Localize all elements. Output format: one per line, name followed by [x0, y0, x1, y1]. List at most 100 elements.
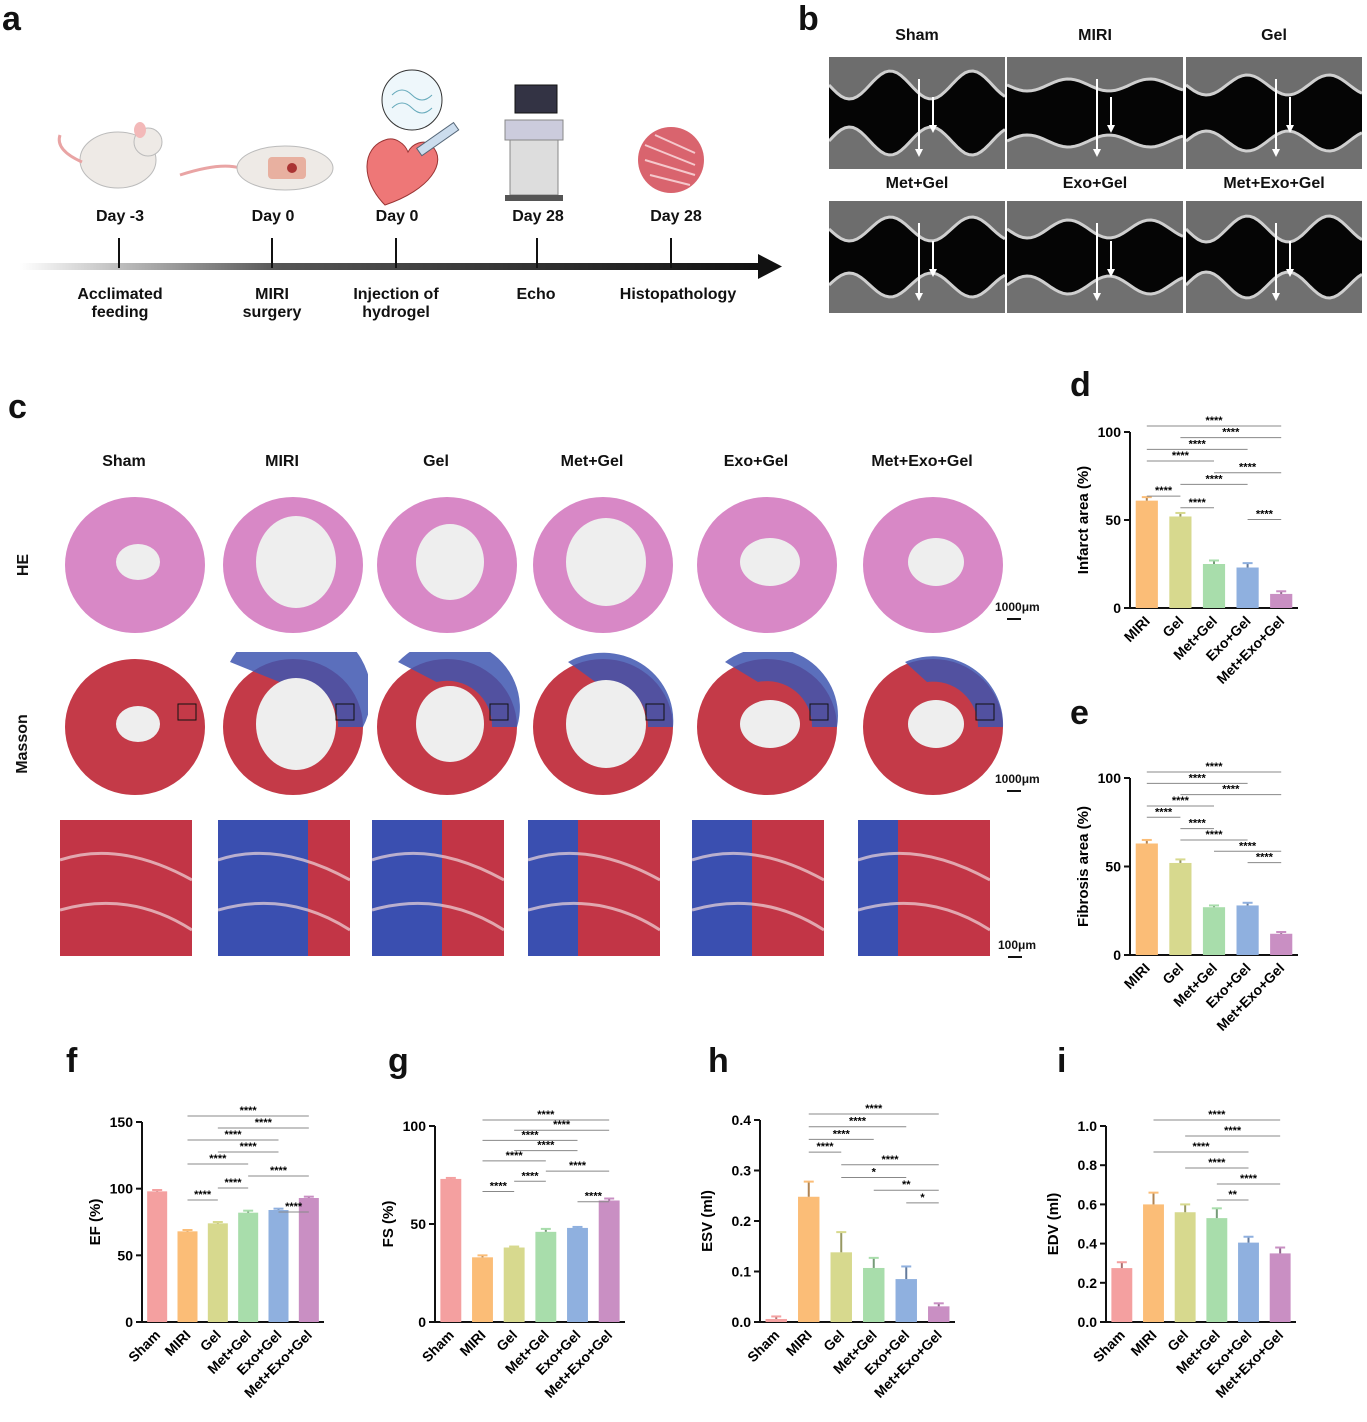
significance-label: ****	[1239, 840, 1257, 852]
bar	[895, 1279, 917, 1322]
significance-label: ****	[285, 1201, 303, 1213]
bar	[298, 1198, 319, 1322]
significance-label: ****	[1205, 415, 1223, 427]
y-tick-label: 50	[117, 1247, 133, 1263]
significance-label: ****	[1189, 438, 1207, 450]
bar	[598, 1200, 620, 1322]
panel-label-h: h	[708, 1042, 729, 1080]
significance-label: ****	[1189, 772, 1207, 784]
bar	[1236, 567, 1259, 608]
bar	[1111, 1268, 1133, 1322]
bar	[503, 1247, 525, 1322]
timeline-step: Histopathology	[619, 286, 737, 303]
echo-mmode-image	[829, 201, 1005, 313]
significance-label: ****	[1256, 852, 1274, 864]
y-tick-label: 0.0	[1078, 1314, 1098, 1330]
significance-label: ****	[1208, 1109, 1226, 1121]
histology-group-title: Exo+Gel	[723, 453, 789, 470]
heart-injection-icon	[366, 69, 460, 206]
panel-label-c: c	[8, 388, 27, 426]
bar	[567, 1227, 588, 1322]
y-tick-label: 100	[403, 1118, 427, 1134]
bar	[1238, 1242, 1259, 1322]
y-tick-label: 100	[1098, 424, 1122, 440]
bar	[440, 1178, 462, 1322]
significance-label: ****	[209, 1153, 227, 1165]
histology-group-title: Met+Exo+Gel	[871, 453, 973, 470]
y-tick-label: 0	[418, 1314, 426, 1330]
x-tick-label: Gel	[1159, 960, 1186, 987]
y-tick-label: 0.8	[1078, 1157, 1098, 1173]
masson-zoom-image	[60, 820, 192, 956]
y-tick-label: 0.0	[732, 1314, 752, 1330]
panel-label-f: f	[66, 1042, 78, 1080]
he-section-image	[65, 497, 205, 633]
panel-label-i: i	[1057, 1042, 1067, 1080]
echo-title: Sham	[895, 27, 939, 44]
y-axis-label: Fibrosis area (%)	[1075, 806, 1092, 927]
echo-mmode-image	[1186, 201, 1362, 313]
scale-bar-zoom: 100μm	[998, 938, 1036, 958]
y-tick-label: 0.1	[732, 1264, 752, 1280]
bar	[1270, 593, 1293, 608]
significance-label: ****	[490, 1181, 508, 1193]
significance-label: **	[1228, 1189, 1237, 1201]
y-tick-label: 50	[410, 1216, 426, 1232]
x-tick-label: Sham	[1090, 1327, 1128, 1365]
timeline-day: Day 0	[251, 208, 295, 225]
significance-label: **	[902, 1179, 911, 1191]
significance-label: ****	[224, 1129, 242, 1141]
significance-label: ****	[1189, 497, 1207, 509]
y-tick-label: 1.0	[1078, 1118, 1098, 1134]
masson-zoom-image	[858, 820, 990, 956]
timeline-arrow	[20, 263, 760, 270]
significance-label: ****	[881, 1154, 899, 1166]
x-tick-label: MIRI	[161, 1327, 193, 1359]
significance-label: ****	[553, 1119, 571, 1131]
x-tick-label: MIRI	[1121, 613, 1153, 645]
masson-section-image	[65, 659, 205, 795]
significance-label: ****	[521, 1129, 539, 1141]
bar	[535, 1231, 557, 1322]
timeline-tick	[395, 238, 397, 268]
y-axis-label: EDV (ml)	[1045, 1193, 1062, 1256]
x-tick-label: Gel	[1159, 613, 1186, 640]
y-tick-label: 0	[1113, 600, 1121, 616]
bar	[1135, 500, 1158, 608]
significance-label: ****	[865, 1103, 883, 1115]
significance-label: ****	[1205, 829, 1223, 841]
masson-section-image	[533, 652, 674, 795]
significance-label: ****	[240, 1141, 258, 1153]
significance-label: ****	[1222, 427, 1240, 439]
bar	[1169, 862, 1192, 955]
panel-label-a: a	[2, 0, 21, 38]
timeline-arrow-head	[758, 254, 782, 279]
timeline-day: Day 28	[650, 208, 702, 225]
significance-label: ****	[1172, 450, 1190, 462]
masson-section-image	[223, 652, 368, 795]
x-tick-label: Sham	[125, 1327, 163, 1365]
echo-mmode-image	[1007, 57, 1183, 169]
significance-label: ****	[1208, 1157, 1226, 1169]
x-tick-label: Sham	[419, 1327, 457, 1365]
timeline-tick	[670, 238, 672, 268]
x-tick-label: MIRI	[783, 1327, 815, 1359]
bar	[472, 1257, 493, 1322]
bar	[863, 1267, 885, 1322]
bar	[1269, 1253, 1291, 1322]
significance-label: ****	[1205, 473, 1223, 485]
significance-label: ****	[1224, 1125, 1242, 1137]
x-tick-label: MIRI	[456, 1327, 488, 1359]
he-section-image	[377, 497, 517, 633]
masson-zoom-image	[528, 820, 660, 956]
significance-label: ****	[849, 1116, 867, 1128]
echo-mmode-image	[1186, 57, 1362, 169]
masson-section-image	[377, 652, 520, 795]
significance-label: ****	[1192, 1141, 1210, 1153]
significance-label: ****	[270, 1165, 288, 1177]
significance-label: ****	[1189, 818, 1207, 830]
y-tick-label: 0.3	[732, 1163, 752, 1179]
y-tick-label: 0	[125, 1314, 133, 1330]
